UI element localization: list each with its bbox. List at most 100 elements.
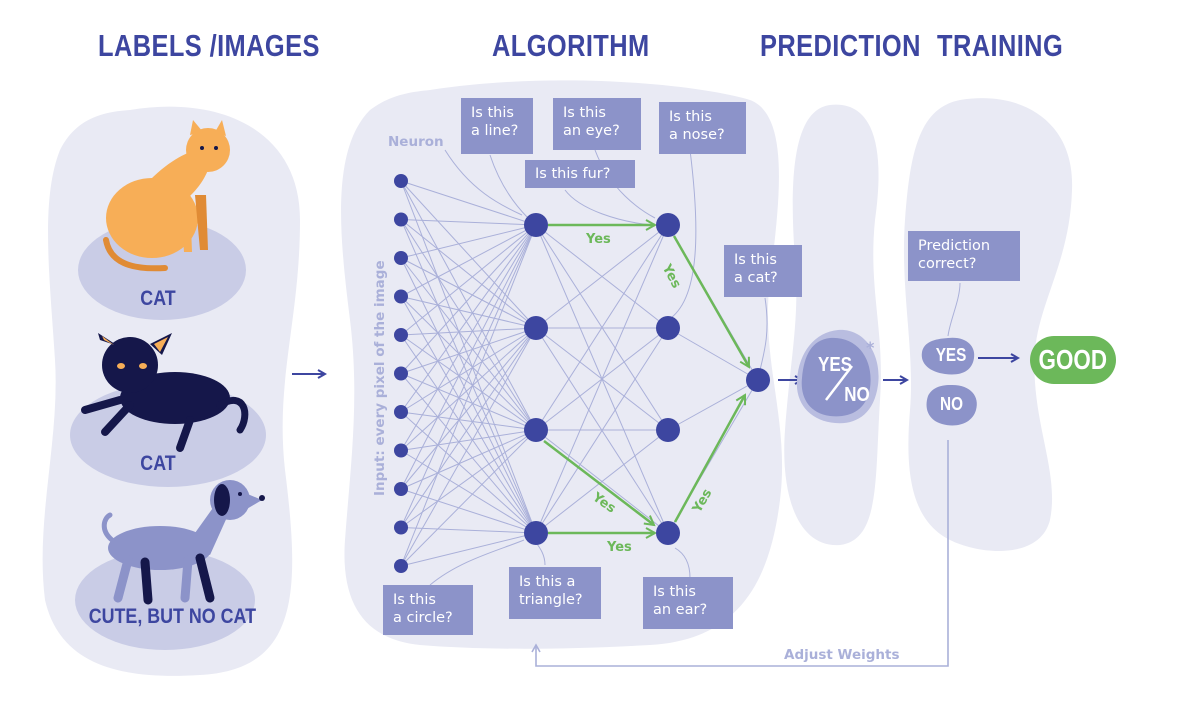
connection-line xyxy=(400,450,537,534)
input-neuron xyxy=(394,520,408,535)
connection-line xyxy=(400,429,537,451)
connection-line xyxy=(400,224,537,336)
connection-line xyxy=(400,327,537,451)
connection-line xyxy=(400,429,537,490)
network-nodes xyxy=(394,174,770,573)
good-badge: GOOD xyxy=(1030,336,1116,384)
connection-line xyxy=(400,532,537,567)
training-no: NO xyxy=(940,394,963,414)
connection-line xyxy=(400,224,537,490)
connection-line xyxy=(400,429,537,528)
connection-line xyxy=(400,411,537,534)
input-neuron xyxy=(394,328,408,342)
connection-line xyxy=(400,429,537,567)
dog-icon xyxy=(101,480,265,605)
input-neuron xyxy=(394,482,408,496)
connection-line xyxy=(535,327,669,534)
input-neuron xyxy=(394,559,408,573)
connection-line xyxy=(535,429,669,534)
input-neuron xyxy=(394,405,408,419)
connection-line xyxy=(400,327,537,567)
connection-line xyxy=(400,180,537,329)
connection-line xyxy=(400,327,537,336)
connection-line xyxy=(400,180,537,226)
hidden-neuron xyxy=(656,521,680,545)
hidden-neuron xyxy=(656,418,680,442)
connection-line xyxy=(400,373,537,534)
network-yes-path xyxy=(543,225,751,533)
connection-line xyxy=(400,327,537,374)
animal-label-dog: CUTE, BUT NO CAT xyxy=(88,605,257,628)
connection-line xyxy=(400,224,537,413)
yes-label-bottom: Yes xyxy=(607,540,632,555)
input-label: Input: every pixel of the image xyxy=(372,260,388,496)
input-neuron xyxy=(394,366,408,381)
connection-line xyxy=(667,327,759,381)
hidden-neuron xyxy=(656,213,680,237)
question-box-ear: Is this an ear? xyxy=(643,577,733,629)
connection-line xyxy=(535,224,669,431)
question-box-nose: Is this a nose? xyxy=(659,102,746,154)
connection-line xyxy=(400,224,537,297)
hidden-neuron xyxy=(524,213,548,237)
question-box-line: Is this a line? xyxy=(461,98,533,154)
input-neuron xyxy=(394,289,408,304)
connection-line xyxy=(400,296,537,534)
network-connections xyxy=(400,180,759,567)
connection-line xyxy=(400,373,537,431)
connection-line xyxy=(400,224,537,567)
orange-cat-icon xyxy=(103,120,230,272)
connection-line xyxy=(400,327,537,490)
training-yes-blob xyxy=(921,337,975,375)
question-box-circle: Is this a circle? xyxy=(383,585,473,635)
connection-line xyxy=(400,180,537,431)
connection-line xyxy=(400,224,537,259)
connection-line xyxy=(400,296,537,329)
prediction-no: NO xyxy=(844,384,870,406)
adjust-weights-arrow xyxy=(531,440,949,667)
heading-prediction: PREDICTION xyxy=(760,28,921,63)
connection-line xyxy=(400,296,537,431)
yes-connection xyxy=(673,395,747,523)
prediction-asterisk: * xyxy=(866,338,875,357)
training-yes: YES xyxy=(935,345,967,365)
connection-line xyxy=(400,219,537,431)
question-box-eye: Is this an eye? xyxy=(553,98,641,150)
connection-line xyxy=(400,224,537,374)
animal-label-cat-1: CAT xyxy=(140,287,176,310)
connection-line xyxy=(400,257,537,431)
connection-line xyxy=(667,379,759,431)
input-neuron xyxy=(394,251,408,265)
adjust-weights-label: Adjust Weights xyxy=(784,647,900,663)
input-neuron xyxy=(394,212,408,227)
heading-labels-images: LABELS /IMAGES xyxy=(98,28,320,63)
prediction-yes-no-blob xyxy=(796,329,879,424)
connection-line xyxy=(400,219,537,226)
connection-line xyxy=(400,257,537,329)
heading-algorithm: ALGORITHM xyxy=(492,28,650,63)
yes-connection xyxy=(543,440,654,525)
connection-line xyxy=(400,327,537,528)
prediction-yes: YES xyxy=(818,354,853,376)
neuron-label: Neuron xyxy=(388,134,444,150)
animal-label-cat-2: CAT xyxy=(140,452,176,475)
hidden-neuron xyxy=(524,316,548,340)
training-no-blob xyxy=(926,384,977,426)
connection-line xyxy=(400,411,537,431)
connection-line xyxy=(400,219,537,329)
connection-line xyxy=(535,224,669,329)
connection-line xyxy=(400,334,537,534)
black-cat-icon xyxy=(81,333,249,452)
prediction-panel xyxy=(784,104,881,546)
connection-line xyxy=(535,224,669,534)
good-label: GOOD xyxy=(1038,344,1108,375)
heading-training: TRAINING xyxy=(937,28,1064,63)
hidden-neuron xyxy=(656,316,680,340)
connection-line xyxy=(400,334,537,431)
training-panel xyxy=(903,98,1073,552)
question-box-triangle: Is this a triangle? xyxy=(509,567,601,619)
connection-line xyxy=(400,224,537,451)
input-neuron xyxy=(394,174,408,188)
